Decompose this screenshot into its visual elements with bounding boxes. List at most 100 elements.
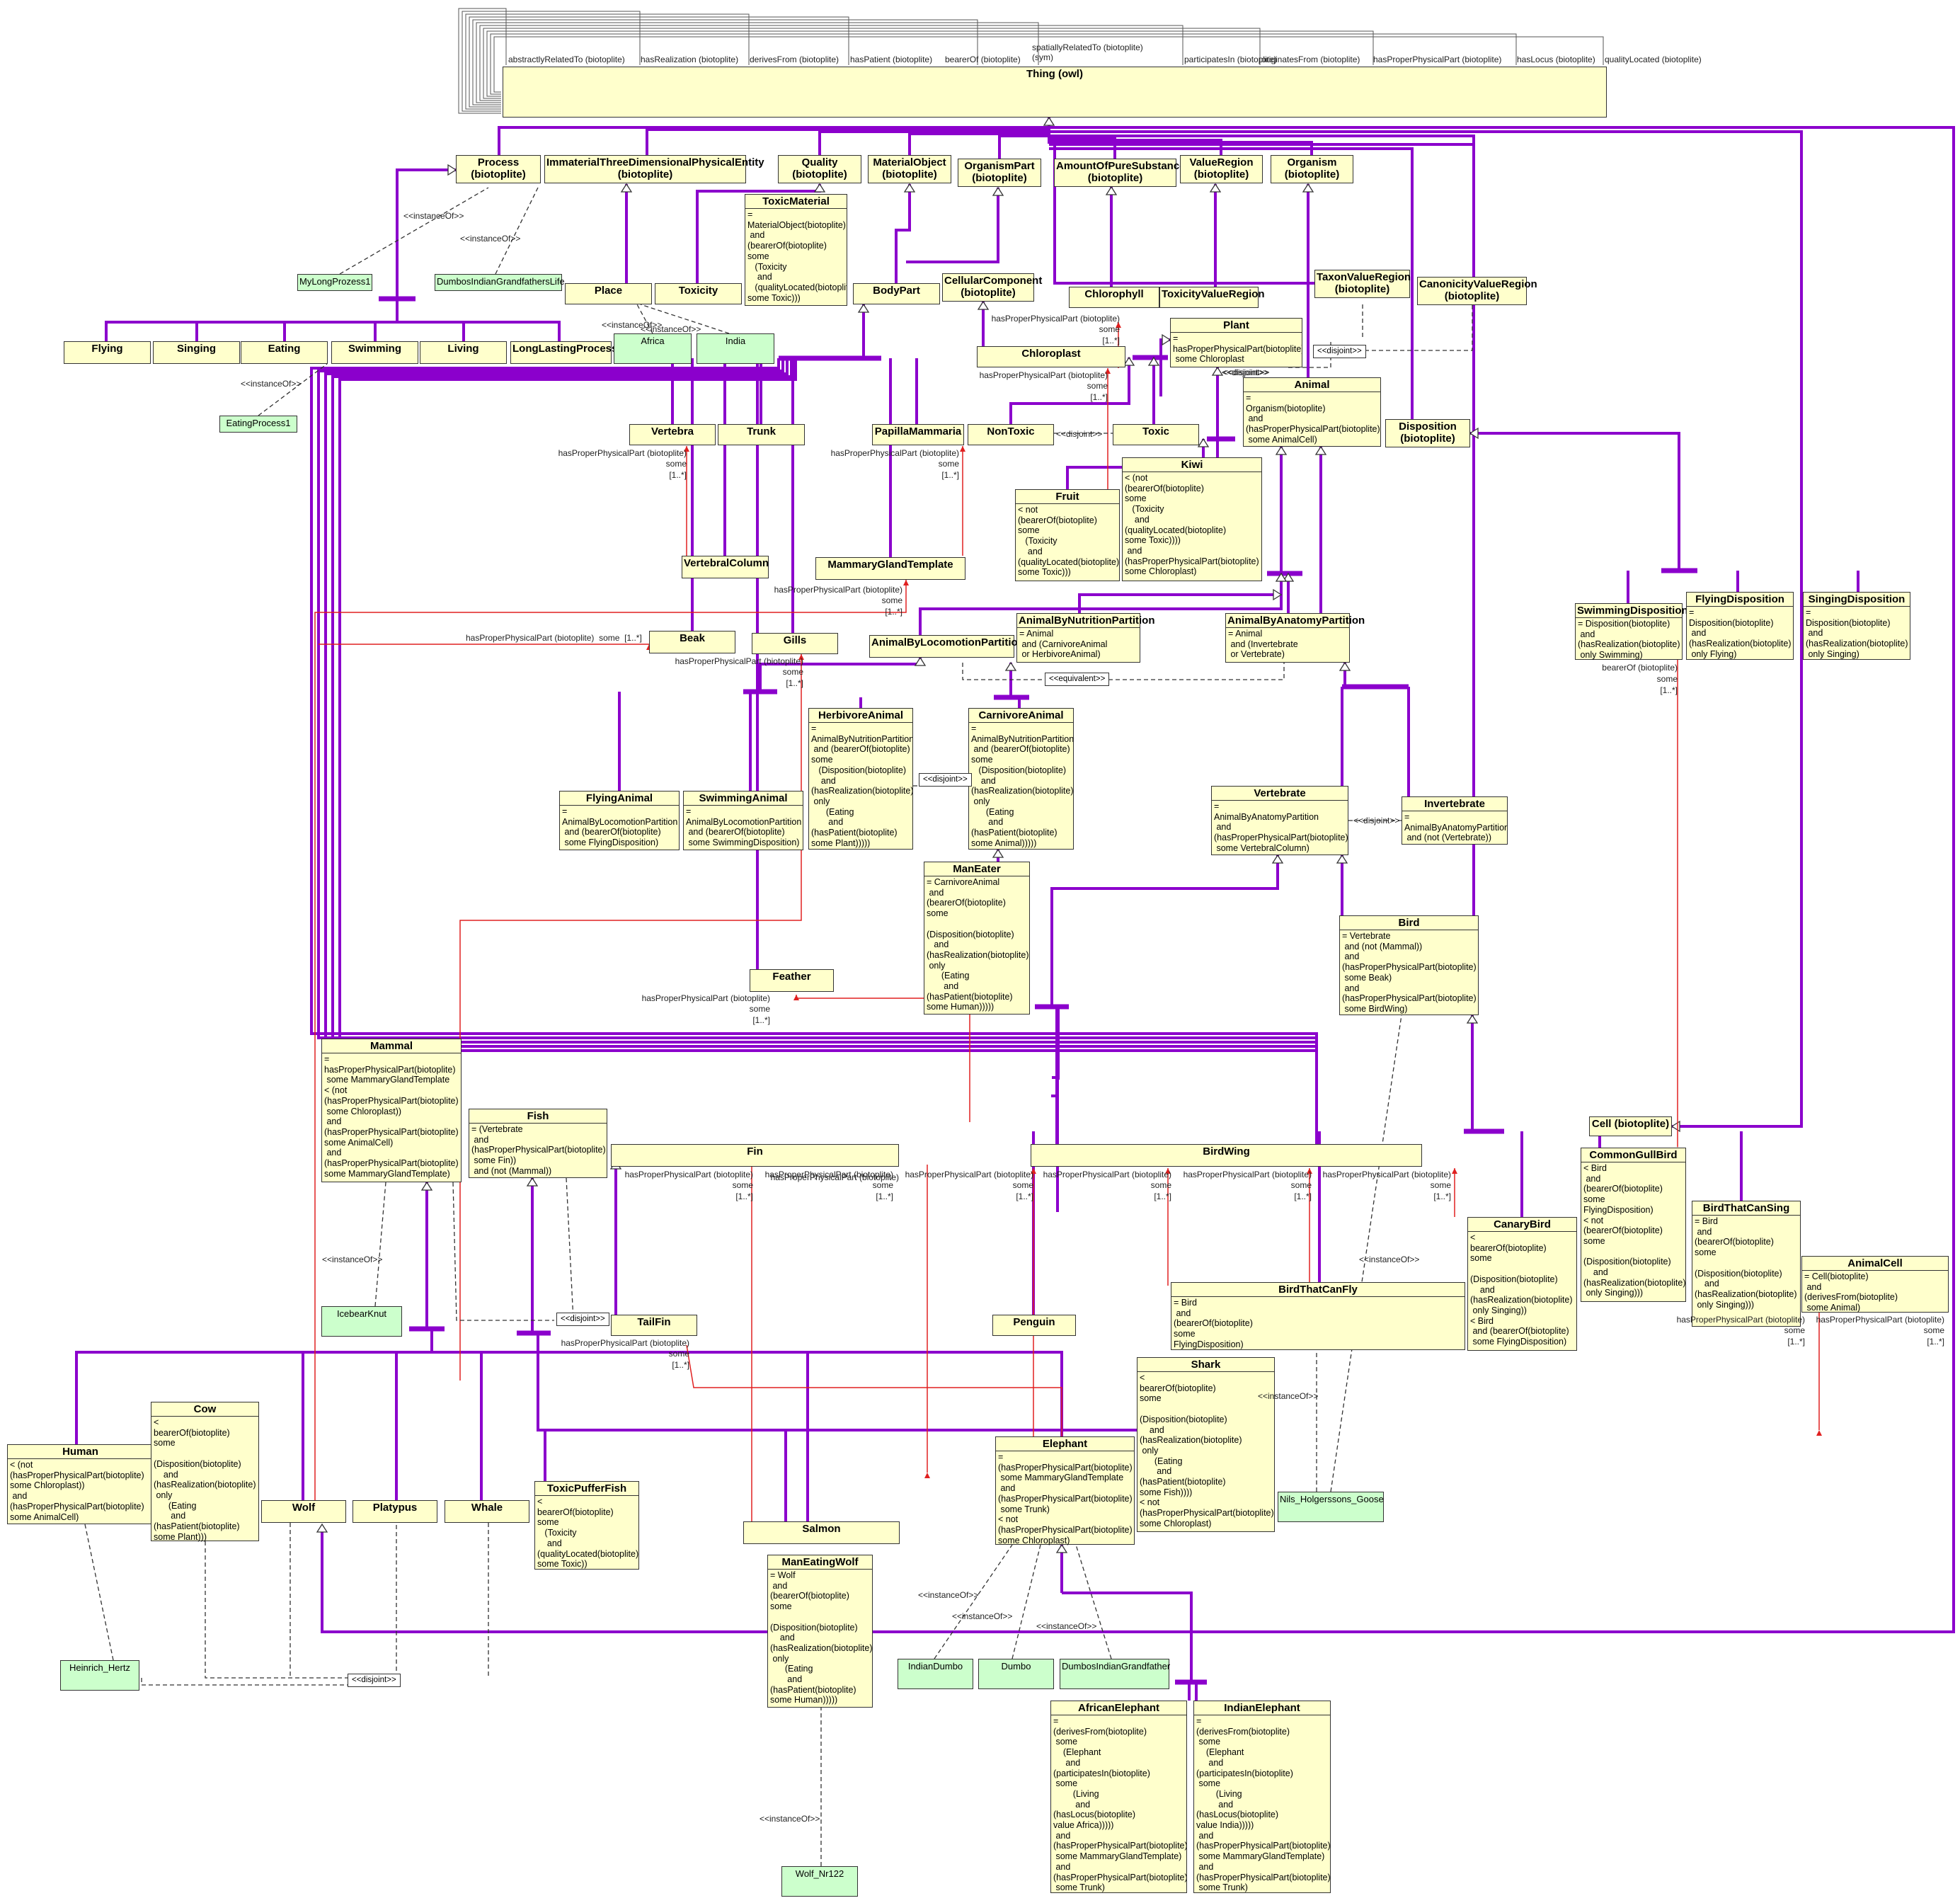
class-tailfin[interactable]: TailFin	[611, 1315, 697, 1336]
class-maneater[interactable]: ManEater= CarnivoreAnimal and (bearerOf(…	[924, 862, 1030, 1015]
class-bird[interactable]: Bird= Vertebrate and (not (Mammal)) and …	[1339, 915, 1479, 1015]
class-place[interactable]: Place	[565, 283, 652, 304]
instance-dumbosgrandfatherslife[interactable]: DumbosIndianGrandfathersLife	[435, 274, 565, 291]
class-chlorophyll[interactable]: Chlorophyll	[1069, 287, 1159, 308]
instance-dumbo[interactable]: Dumbo	[978, 1659, 1054, 1689]
class-disposition[interactable]: Disposition (biotoplite)	[1385, 419, 1470, 447]
instance-nils[interactable]: Nils_Holgerssons_Goose	[1278, 1492, 1384, 1522]
class-chloroplast[interactable]: Chloroplast	[977, 346, 1125, 367]
class-singingdisposition[interactable]: SingingDisposition= Disposition(biotopli…	[1803, 592, 1910, 660]
class-whale[interactable]: Whale	[445, 1500, 529, 1523]
class-process[interactable]: Process (biotoplite)	[456, 155, 541, 183]
class-title: SwimmingAnimal	[699, 792, 788, 804]
class-trunk[interactable]: Trunk	[718, 424, 805, 445]
class-animal[interactable]: Animal= Organism(biotoplite) and (hasPro…	[1243, 377, 1381, 447]
class-flyinganimal[interactable]: FlyingAnimal= AnimalByLocomotionPartitio…	[559, 791, 680, 850]
class-toxicpufferfish[interactable]: ToxicPufferFish< bearerOf(biotoplite) so…	[534, 1481, 639, 1570]
instanceof-label: <<instanceOf>>	[952, 1611, 1013, 1621]
class-immaterial[interactable]: ImmaterialThreeDimensionalPhysicalEntity…	[544, 155, 764, 183]
class-animalbylocomotion[interactable]: AnimalByLocomotionPartition	[869, 635, 1024, 658]
class-animalbyanatomy[interactable]: AnimalByAnatomyPartition= Animal and (In…	[1225, 613, 1365, 663]
class-vertebra[interactable]: Vertebra	[629, 424, 716, 445]
class-feather[interactable]: Feather	[750, 969, 834, 992]
class-salmon[interactable]: Salmon	[743, 1521, 900, 1544]
instance-icebearknut[interactable]: IcebearKnut	[321, 1306, 402, 1337]
instanceof-label: <<instanceOf>>	[403, 211, 464, 221]
class-singing[interactable]: Singing	[153, 341, 240, 364]
class-animalbynutrition[interactable]: AnimalByNutritionPartition= Animal and (…	[1016, 613, 1155, 663]
class-living[interactable]: Living	[420, 341, 507, 364]
class-taxonvalueregion[interactable]: TaxonValueRegion (biotoplite)	[1314, 270, 1411, 298]
class-amountofpure[interactable]: AmountOfPureSubstance (biotoplite)	[1054, 159, 1186, 187]
class-eating[interactable]: Eating	[241, 341, 328, 364]
class-valueregion[interactable]: ValueRegion (biotoplite)	[1180, 155, 1263, 183]
instance-africa[interactable]: Africa	[614, 333, 692, 364]
class-penguin[interactable]: Penguin	[992, 1315, 1076, 1336]
class-elephant[interactable]: Elephant= (hasProperPhysicalPart(biotopl…	[995, 1436, 1135, 1545]
class-materialobject[interactable]: MaterialObject (biotoplite)	[868, 155, 951, 183]
instance-india[interactable]: India	[697, 333, 774, 364]
class-fin[interactable]: Fin	[611, 1144, 899, 1167]
class-birdwing[interactable]: BirdWing	[1031, 1144, 1422, 1167]
class-cellularcomponent[interactable]: CellularComponent (biotoplite)	[942, 273, 1042, 302]
class-nontoxic[interactable]: NonToxic	[968, 424, 1054, 445]
instance-wolfnr[interactable]: Wolf_Nr122	[781, 1866, 858, 1897]
class-quality[interactable]: Quality (biotoplite)	[778, 155, 861, 183]
class-swimming[interactable]: Swimming	[331, 341, 418, 364]
class-vertebralcolumn[interactable]: VertebralColumn	[682, 556, 769, 578]
class-cell[interactable]: Cell (biotoplite)	[1589, 1116, 1672, 1136]
class-canonicityvalueregion[interactable]: CanonicityValueRegion (biotoplite)	[1417, 277, 1537, 305]
class-mammal[interactable]: Mammal= hasProperPhysicalPart(biotoplite…	[321, 1039, 462, 1182]
class-birdthatcanfly[interactable]: BirdThatCanFly= Bird and (bearerOf(bioto…	[1171, 1282, 1465, 1350]
class-commongullbird[interactable]: CommonGullBird< Bird and (bearerOf(bioto…	[1581, 1148, 1686, 1302]
generalization-edge	[1009, 358, 1130, 424]
class-birdthatcansing[interactable]: BirdThatCanSing= Bird and (bearerOf(biot…	[1692, 1201, 1801, 1327]
class-fish[interactable]: Fish= (Vertebrate and (hasProperPhysical…	[469, 1109, 607, 1178]
class-gills[interactable]: Gills	[752, 633, 838, 654]
class-longlasting[interactable]: LongLastingProcess	[510, 341, 617, 364]
class-indianelephant[interactable]: IndianElephant= (derivesFrom(biotoplite)…	[1193, 1701, 1331, 1893]
class-vertebrate[interactable]: Vertebrate= AnimalByAnatomyPartition and…	[1211, 786, 1348, 855]
class-beak[interactable]: Beak	[649, 631, 735, 653]
class-plant[interactable]: Plant= hasProperPhysicalPart(biotoplite)…	[1170, 318, 1302, 367]
class-swimminganimal[interactable]: SwimmingAnimal= AnimalByLocomotionPartit…	[683, 791, 803, 850]
class-mammarygland[interactable]: MammaryGlandTemplate	[815, 557, 965, 580]
class-invertebrate[interactable]: Invertebrate= AnimalByAnatomyPartition a…	[1402, 796, 1508, 845]
class-africanelephant[interactable]: AfricanElephant= (derivesFrom(biotoplite…	[1050, 1701, 1187, 1893]
class-maneatingwolf[interactable]: ManEatingWolf= Wolf and (bearerOf(biotop…	[767, 1555, 873, 1708]
instance-dumbosgrandfather[interactable]: DumbosIndianGrandfather	[1060, 1659, 1170, 1689]
class-canarybird[interactable]: CanaryBird< bearerOf(biotoplite) some (D…	[1467, 1217, 1577, 1351]
generalization-edge	[895, 184, 911, 283]
generalization-edge	[396, 299, 465, 341]
class-toxicmaterial[interactable]: ToxicMaterial= MaterialObject(biotoplite…	[745, 194, 847, 306]
class-shark[interactable]: Shark< bearerOf(biotoplite) some (Dispos…	[1137, 1357, 1275, 1532]
class-platypus[interactable]: Platypus	[353, 1500, 437, 1523]
class-herbivore[interactable]: HerbivoreAnimal= AnimalByNutritionPartit…	[808, 708, 913, 850]
instance-eatingprocess[interactable]: EatingProcess1	[219, 416, 297, 433]
class-organism[interactable]: Organism (biotoplite)	[1271, 155, 1353, 183]
class-thing[interactable]: Thing (owl)	[503, 67, 1607, 118]
class-human[interactable]: Human< (not (hasProperPhysicalPart(bioto…	[7, 1444, 154, 1524]
self-loop-label: derivesFrom (biotoplite)	[750, 55, 839, 64]
class-flying[interactable]: Flying	[64, 341, 151, 364]
instance-heinrich[interactable]: Heinrich_Hertz	[60, 1660, 139, 1691]
class-wolf[interactable]: Wolf	[261, 1500, 346, 1523]
dependency-edge	[962, 663, 1285, 680]
class-toxicityvalueregion[interactable]: ToxicityValueRegion	[1159, 287, 1265, 308]
class-cow[interactable]: Cow< bearerOf(biotoplite) some (Disposit…	[151, 1402, 259, 1542]
class-kiwi[interactable]: Kiwi< (not (bearerOf(biotoplite) some (T…	[1122, 457, 1262, 581]
class-toxic[interactable]: Toxic	[1113, 424, 1199, 445]
class-fruit[interactable]: Fruit< not (bearerOf(biotoplite) some (T…	[1015, 489, 1120, 581]
class-organismpart[interactable]: OrganismPart (biotoplite)	[958, 159, 1041, 187]
instance-mylongprozess[interactable]: MyLongProzess1	[297, 274, 372, 291]
class-carnivore[interactable]: CarnivoreAnimal= AnimalByNutritionPartit…	[968, 708, 1074, 850]
class-flyingdisposition[interactable]: FlyingDisposition= Disposition(biotoplit…	[1686, 592, 1794, 660]
class-swimmingdisposition[interactable]: SwimmingDisposition= Disposition(biotopl…	[1575, 603, 1688, 660]
class-papillamammaria[interactable]: PapillaMammaria	[872, 424, 964, 445]
class-toxicity[interactable]: Toxicity	[655, 283, 742, 304]
generalization-arrowhead	[1004, 661, 1017, 671]
class-bodypart[interactable]: BodyPart	[853, 283, 940, 304]
class-animalcell[interactable]: AnimalCell= Cell(biotoplite) and (derive…	[1801, 1256, 1949, 1313]
property-arrowhead	[1031, 1168, 1036, 1174]
instance-indiandumbo[interactable]: IndianDumbo	[898, 1659, 973, 1689]
